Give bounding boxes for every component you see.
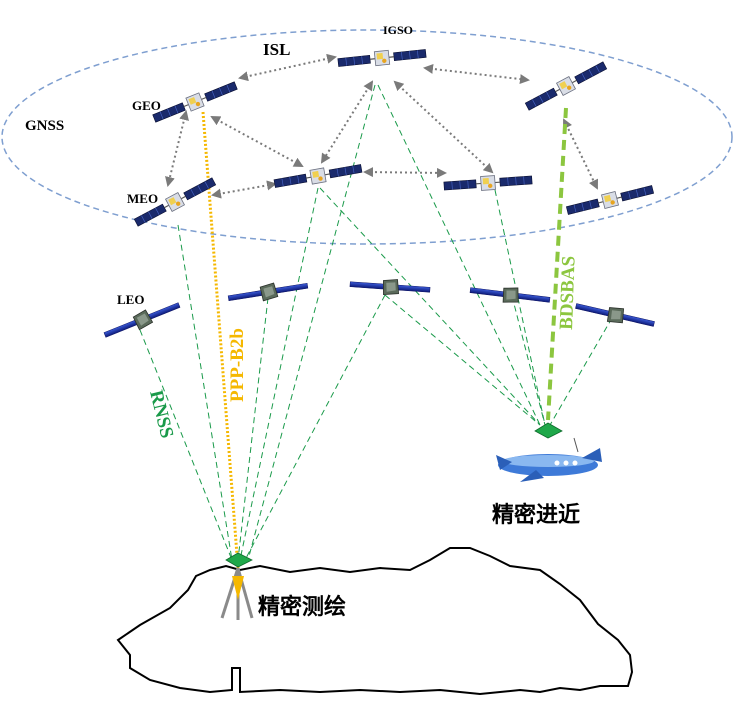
bdsbas-link <box>546 107 568 421</box>
aircraft-icon <box>496 422 602 482</box>
label-precision-approach: 精密进近 <box>492 502 580 528</box>
satellite-meo-right <box>443 172 533 194</box>
label-isl: ISL <box>263 40 290 59</box>
satellite-leo-4 <box>468 281 552 309</box>
label-gnss: GNSS <box>25 118 64 134</box>
satellite-geo <box>150 78 240 126</box>
satellite-igso <box>336 45 428 71</box>
satellite-geo-right <box>523 58 609 114</box>
satellite-meo-center <box>272 160 364 192</box>
satellite-meo-far-right <box>565 181 655 219</box>
label-ppp-b2b: PPP-B2b <box>227 328 248 402</box>
label-bdsbas: BDSBAS <box>556 256 580 331</box>
satellite-leo-5 <box>573 297 657 333</box>
label-igso: IGSO <box>383 23 413 37</box>
label-meo: MEO <box>127 191 158 206</box>
gnss-orbit-ellipse <box>1 29 733 245</box>
label-precision-surveying: 精密测绘 <box>258 594 346 620</box>
label-leo: LEO <box>117 292 144 307</box>
label-rnss: RNSS <box>145 388 177 440</box>
surveying-station-icon <box>220 552 254 620</box>
label-geo: GEO <box>132 98 161 113</box>
isl-links <box>165 53 599 199</box>
terrain-outline <box>116 547 634 696</box>
rnss-links <box>139 84 613 561</box>
